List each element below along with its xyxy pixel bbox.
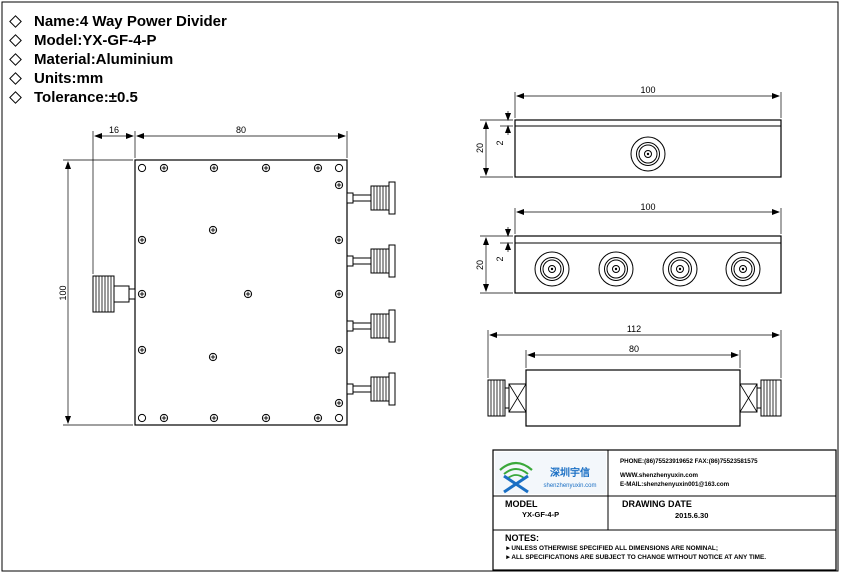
logo-text: 深圳宇信 [550,466,590,479]
divider-body [134,159,348,426]
dim-top2-step: 2 [495,256,505,261]
model-value: YX-GF-4-P [522,510,559,519]
dim-front-height: 100 [58,285,68,300]
spec-tolerance: Tolerance:±0.5 [34,89,138,106]
contact-email: E-MAIL:shenzhenyuxin001@163.com [620,481,730,488]
top-view-input: 100 20 2 [475,85,782,178]
spec-item: Tolerance:±0.5 [8,88,227,107]
dim-front-width: 80 [236,125,246,135]
contact-phone: PHONE:(86)75523919652 FAX:(86)7552358157… [620,458,758,465]
contact-website: WWW.shenzhenyuxin.com [620,472,699,479]
spec-name: Name:4 Way Power Divider [34,13,227,30]
drawing-date-value: 2015.6.30 [675,511,708,520]
dim-top1-height: 20 [475,143,485,153]
dim-side-body: 80 [629,344,639,354]
spec-list: Name:4 Way Power Divider Model:YX-GF-4-P… [8,12,227,107]
company-logo: 深圳宇信 shenzhenyuxin.com [495,452,606,494]
dim-side-total: 112 [627,324,641,334]
spec-item: Units:mm [8,69,227,88]
side-view: 112 80 [487,324,782,427]
model-label: MODEL [505,499,538,509]
spec-item: Name:4 Way Power Divider [8,12,227,31]
drawing-date-label: DRAWING DATE [622,499,692,509]
notes-label: NOTES: [505,533,539,543]
front-view: 80 16 100 [58,125,396,426]
spec-item: Material:Aluminium [8,50,227,69]
title-block: 深圳宇信 shenzhenyuxin.com PHONE:(86)7552391… [492,449,837,571]
dim-top2-height: 20 [475,260,485,270]
dim-front-input-offset: 16 [109,125,119,135]
spec-item: Model:YX-GF-4-P [8,31,227,50]
input-connector [92,275,136,313]
spec-units: Units:mm [34,70,104,87]
dim-top1-step: 2 [495,140,505,145]
spec-material: Material:Aluminium [34,51,174,68]
note-1: ►UNLESS OTHERWISE SPECIFIED ALL DIMENSIO… [505,545,718,552]
top-view-output: 100 20 2 [475,202,782,294]
spec-model: Model:YX-GF-4-P [34,32,157,49]
output-connectors [346,181,396,406]
dim-top1-width: 100 [640,85,655,95]
logo-url: shenzhenyuxin.com [543,483,596,489]
dim-top2-width: 100 [640,202,655,212]
note-2: ►ALL SPECIFICATIONS ARE SUBJECT TO CHANG… [505,554,766,561]
